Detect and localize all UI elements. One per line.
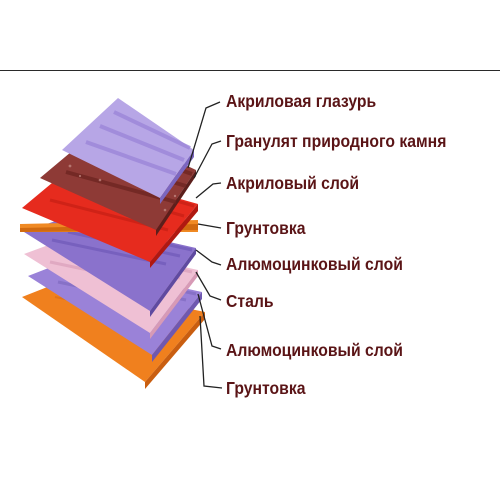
leader-line-8 — [199, 315, 223, 389]
leader-line-1 — [187, 101, 221, 169]
top-divider-line — [0, 70, 500, 71]
leader-line-3 — [195, 182, 222, 199]
label-primer-top: Грунтовка — [226, 218, 306, 238]
leader-line-5 — [195, 249, 222, 266]
leader-line-6 — [195, 271, 222, 301]
leader-line-7 — [197, 293, 222, 350]
leader-line-4 — [197, 223, 222, 229]
label-primer-bottom: Грунтовка — [226, 378, 306, 398]
label-aluzinc-top: Алюмоцинковый слой — [226, 254, 403, 274]
leader-lines — [187, 101, 223, 389]
leader-line-2 — [193, 140, 222, 179]
label-stone-granulate: Гранулят природного камня — [226, 131, 447, 151]
label-aluzinc-bottom: Алюмоцинковый слой — [226, 340, 403, 360]
label-acrylic-glaze: Акриловая глазурь — [226, 91, 377, 111]
label-steel: Сталь — [226, 291, 274, 311]
label-acrylic-layer: Акриловый слой — [226, 173, 360, 193]
layer-acrylic-glaze-sheet — [62, 98, 194, 204]
